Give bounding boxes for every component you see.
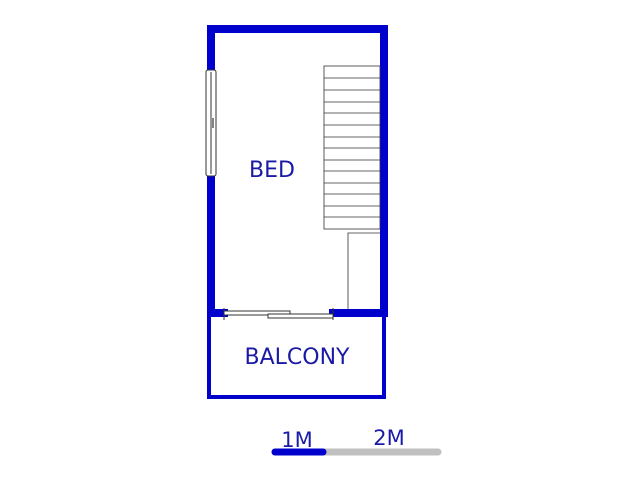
balcony-walls	[207, 317, 386, 399]
window-left	[205, 69, 217, 177]
scale-label-1m: 1M	[281, 428, 312, 452]
scale-bar: 1M 2M	[271, 426, 442, 456]
staircase	[323, 65, 381, 230]
sliding-door	[223, 308, 334, 320]
room-label-bed: BED	[249, 158, 295, 183]
scale-label-2m: 2M	[373, 426, 404, 450]
bedroom-walls	[207, 25, 388, 317]
stair-landing	[347, 232, 380, 309]
room-label-balcony: BALCONY	[245, 345, 351, 370]
